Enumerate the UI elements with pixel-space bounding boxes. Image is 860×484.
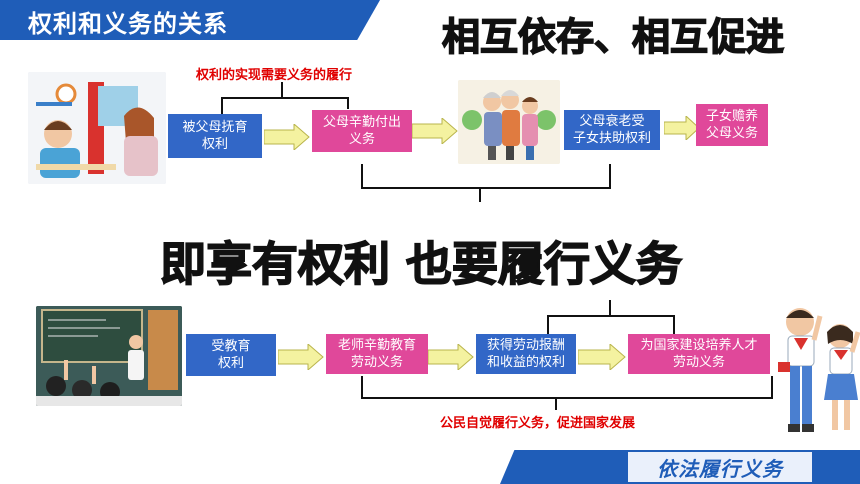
row2-lower-bracket-bottom	[361, 397, 773, 399]
row1-bracket-right	[347, 97, 349, 109]
headline-middle: 即享有权利 也要履行义务	[159, 236, 683, 292]
row2-upper-bracket-top	[547, 315, 675, 317]
row2-arrow-3	[578, 344, 626, 370]
row1-arrow-3	[664, 116, 700, 140]
page-title: 权利和义务的关系	[28, 10, 228, 38]
footer-label-box: 依法履行义务	[628, 452, 812, 482]
row1-bracket-top	[221, 97, 349, 99]
row1-arrow-1	[264, 124, 310, 150]
elderly-family-image	[458, 80, 560, 164]
row2-arrow-2	[428, 344, 474, 370]
child-study-illustration	[28, 72, 166, 184]
row2-lower-bracket-right	[771, 376, 773, 398]
row1-bracket-left	[221, 97, 223, 115]
footer-label: 依法履行义务	[657, 456, 783, 481]
row2-lower-bracket-stem	[555, 398, 557, 410]
row2-lower-bracket-left	[361, 376, 363, 398]
row2-note: 公民自觉履行义务，促进国家发展	[440, 416, 636, 431]
row1-bracket-stem	[281, 82, 283, 98]
row1-box-parent-duty: 父母辛勤付出 义务	[312, 110, 412, 152]
headline-top: 相互依存、相互促进	[441, 14, 785, 60]
row1-arrow-2	[412, 118, 458, 144]
row2-arrow-1	[278, 344, 324, 370]
classroom-illustration	[36, 306, 182, 406]
row2-box-income-right: 获得劳动报酬 和收益的权利	[476, 334, 576, 374]
row2-box-education-right: 受教育 权利	[186, 334, 276, 376]
row1-lower-bracket-right	[609, 164, 611, 188]
students-salute-illustration	[778, 308, 860, 432]
row2-box-talent-duty: 为国家建设培养人才 劳动义务	[628, 334, 770, 374]
row2-upper-bracket-left	[547, 315, 549, 334]
title-banner	[0, 0, 380, 40]
row2-upper-bracket-right	[673, 315, 675, 334]
row1-box-elder-support-right: 父母衰老受 子女扶助权利	[564, 110, 660, 150]
row2-box-teacher-duty: 老师辛勤教育 劳动义务	[326, 334, 428, 374]
child-study-image	[28, 72, 166, 184]
row2-upper-bracket-stem	[609, 300, 611, 316]
row1-box-support-parents-duty: 子女赡养 父母义务	[696, 104, 768, 146]
row1-box-nurture-right: 被父母抚育 权利	[168, 114, 262, 158]
row1-note: 权利的实现需要义务的履行	[196, 68, 353, 83]
classroom-image	[36, 306, 182, 406]
row1-lower-bracket-bottom	[361, 187, 611, 189]
elderly-family-illustration	[458, 80, 560, 164]
students-salute-image	[770, 300, 860, 450]
row1-lower-bracket-stem	[479, 188, 481, 202]
row1-lower-bracket-left	[361, 164, 363, 188]
